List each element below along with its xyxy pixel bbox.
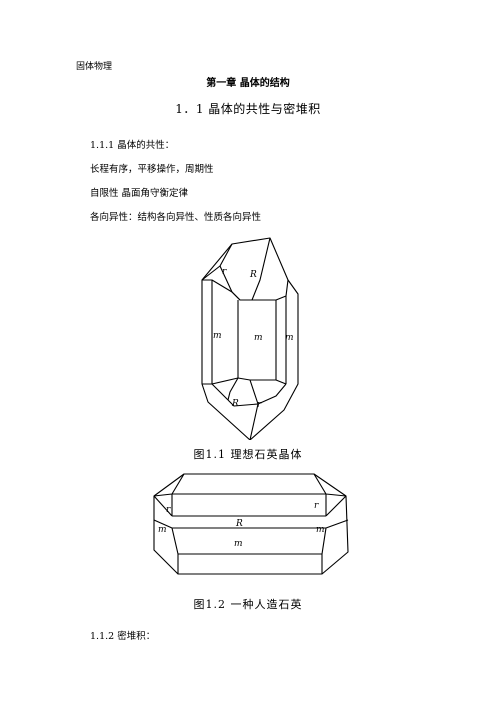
- crystal-outline: [153, 473, 349, 575]
- chapter-title: 第一章 晶体的结构: [206, 78, 290, 89]
- text-line-3: 各向异性：结构各向异性、性质各向异性: [90, 212, 262, 223]
- face-label-m-center: m: [254, 333, 263, 343]
- synthetic-quartz-figure: r R r m m m: [153, 473, 349, 575]
- face-label-m-right: m: [316, 525, 325, 535]
- face-label-m-left: m: [158, 525, 167, 535]
- face-label-R-bottom: R: [231, 399, 239, 409]
- face-label-m-left: m: [213, 331, 222, 341]
- crystal-outline: [201, 237, 299, 440]
- face-label-m-center: m: [234, 539, 243, 549]
- face-label-r-right: r: [314, 501, 319, 511]
- face-label-r-top: r: [222, 267, 227, 277]
- face-label-m-right: m: [285, 333, 294, 343]
- header-label: 固体物理: [76, 62, 113, 72]
- figure-1-caption: 图1.1 理想石英晶体: [193, 448, 303, 461]
- section-title: 1．1 晶体的共性与密堆积: [175, 102, 321, 116]
- face-label-r-bottom: r: [257, 400, 262, 410]
- figure-2-caption: 图1.2 一种人造石英: [193, 598, 303, 611]
- subsection-2-title: 1.1.2 密堆积：: [90, 631, 156, 642]
- quartz-crystal-figure: r R m m m R r: [201, 237, 299, 440]
- subsection-1-title: 1.1.1 晶体的共性：: [90, 140, 175, 151]
- face-label-r-left: r: [166, 505, 171, 515]
- text-line-2: 自限性 晶面角守衡定律: [90, 188, 189, 199]
- face-label-R-center: R: [235, 519, 243, 529]
- face-label-R-top: R: [249, 270, 257, 280]
- text-line-1: 长程有序，平移操作，周期性: [90, 164, 214, 175]
